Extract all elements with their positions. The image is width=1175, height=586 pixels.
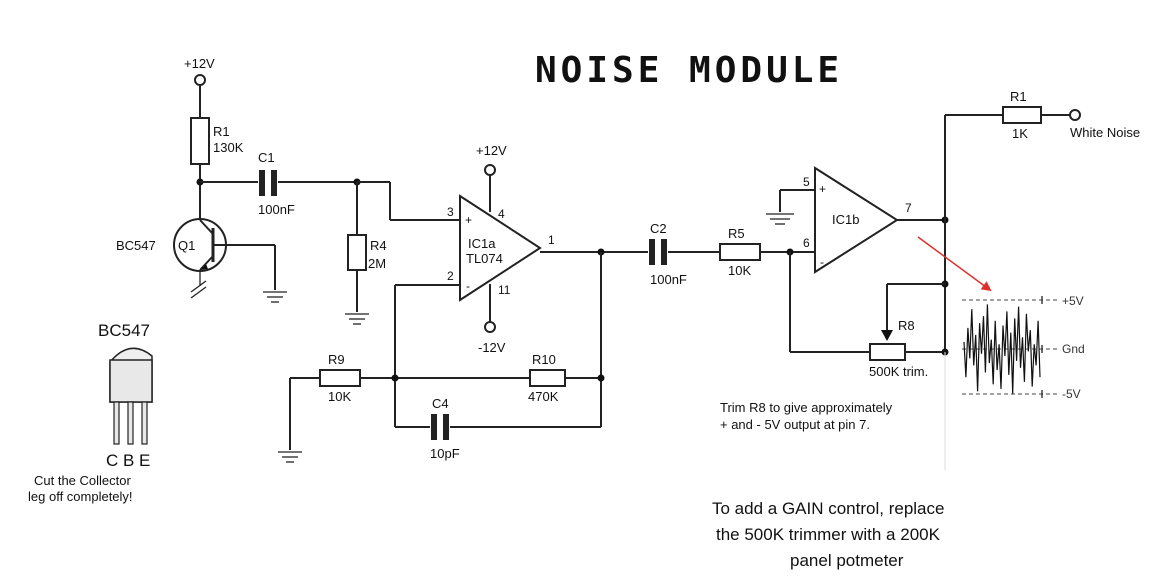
scope-display: +5V Gnd -5V [962, 294, 1085, 401]
r5-value: 10K [728, 263, 751, 278]
resistor-r1-top: R1 130K [190, 117, 244, 165]
ground-r4 [345, 313, 369, 325]
r10-value: 470K [528, 389, 559, 404]
ic1a-pin1: 1 [548, 233, 555, 247]
pinout-note-1: Cut the Collector [34, 473, 131, 488]
ic1a-minus-sign: - [466, 279, 470, 293]
ic1a-pin4: 4 [498, 207, 505, 221]
r1-out-ref: R1 [1010, 89, 1027, 104]
ic1a-pin11: 11 [498, 283, 511, 297]
trim-note-line-2: + and - 5V output at pin 7. [720, 417, 870, 432]
ic1a-ref: IC1a [468, 236, 496, 251]
r5-ref: R5 [728, 226, 745, 241]
opamp-ic1b: IC1b + - 5 6 7 [803, 166, 912, 274]
ic1a-minus-supply: -12V [478, 340, 506, 355]
r9-value: 10K [328, 389, 351, 404]
r4-ref: R4 [370, 238, 387, 253]
resistor-r1-out: R1 1K [1002, 89, 1042, 141]
r4-value: 2M [368, 256, 386, 271]
ic1a-pin3: 3 [447, 205, 454, 219]
ic1a-plus-sign: + [465, 213, 472, 227]
ic1a-type: TL074 [466, 251, 503, 266]
output-label: White Noise [1070, 125, 1140, 140]
capacitor-c4: C4 10pF [430, 396, 460, 461]
resistor-r5: R5 10K [719, 226, 761, 278]
ic1b-minus-sign: - [820, 255, 824, 269]
q1-ref: Q1 [178, 238, 195, 253]
r1-top-value: 130K [213, 140, 244, 155]
c1-value: 100nF [258, 202, 295, 217]
trim-note-line-1: Trim R8 to give approximately [720, 400, 893, 415]
resistor-r4: R4 2M [347, 234, 387, 271]
r8-ref: R8 [898, 318, 915, 333]
scope-plus-label: +5V [1062, 294, 1084, 308]
transistor-pinout: BC547 C B E Cut the Collector leg off co… [28, 321, 153, 504]
c2-ref: C2 [650, 221, 667, 236]
ic1b-plus-sign: + [819, 182, 826, 196]
scope-gnd-label: Gnd [1062, 342, 1085, 356]
ic1b-pin6: 6 [803, 236, 810, 250]
r1-out-value: 1K [1012, 126, 1028, 141]
ic1b-pin5: 5 [803, 175, 810, 189]
transistor-q1: Q1 BC547 [116, 218, 275, 272]
q1-type: BC547 [116, 238, 156, 253]
gain-note-line-1: To add a GAIN control, replace [712, 499, 944, 518]
trimmer-r8: R8 500K trim. [869, 318, 928, 379]
q1-supply-label: +12V [184, 56, 215, 71]
cut-leg-mark [190, 270, 207, 299]
q1-supply: +12V [184, 56, 215, 118]
resistor-r9: R9 10K [319, 352, 361, 404]
output-terminal [1069, 109, 1081, 121]
c1-ref: C1 [258, 150, 275, 165]
noise-waveform [963, 304, 1041, 394]
gain-note-line-2: the 500K trimmer with a 200K [716, 525, 941, 544]
r8-value: 500K trim. [869, 364, 928, 379]
ic1a-plus-supply: +12V [476, 143, 507, 158]
r10-ref: R10 [532, 352, 556, 367]
r1-top-ref: R1 [213, 124, 230, 139]
c2-value: 100nF [650, 272, 687, 287]
ground-q1-base [263, 291, 287, 303]
ic1a-pin2: 2 [447, 269, 454, 283]
pinout-note-2: leg off completely! [28, 489, 133, 504]
ic1b-ref: IC1b [832, 212, 859, 227]
pinout-name: BC547 [98, 321, 150, 340]
opamp-ic1a: IC1a TL074 + - 3 2 1 4 11 [447, 194, 555, 302]
indicator-arrow [917, 236, 992, 292]
c4-value: 10pF [430, 446, 460, 461]
pinout-pins: C B E [106, 451, 150, 470]
gain-note-line-3: panel potmeter [790, 551, 904, 570]
r9-ref: R9 [328, 352, 345, 367]
ground-r9 [278, 451, 302, 463]
c4-ref: C4 [432, 396, 449, 411]
ground-ic1b [766, 213, 794, 225]
scope-minus-label: -5V [1062, 387, 1081, 401]
capacitor-c1: C1 100nF [258, 150, 295, 217]
capacitor-c2: C2 100nF [649, 221, 687, 287]
resistor-r10: R10 470K [528, 352, 566, 404]
ic1b-pin7: 7 [905, 201, 912, 215]
page-title: NOISE MODULE [535, 50, 843, 91]
